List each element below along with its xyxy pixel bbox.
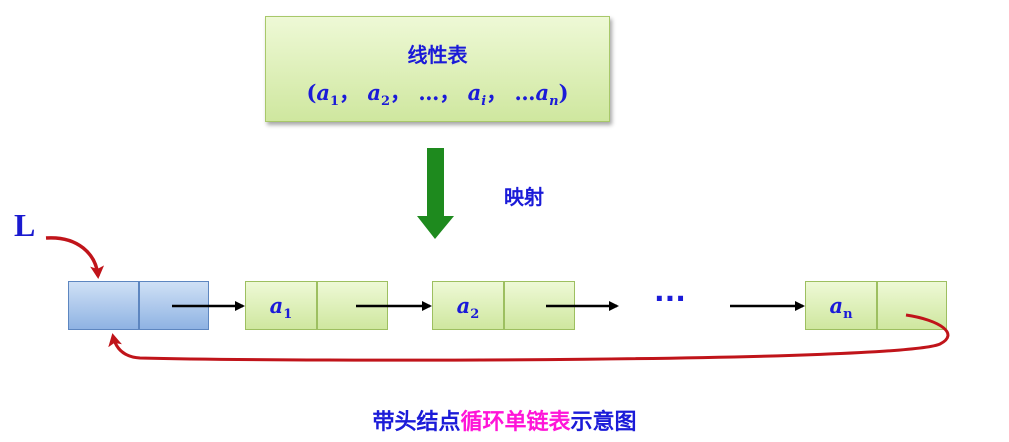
node-a1-data-field: a1: [245, 281, 317, 330]
head-node-data-field: [68, 281, 139, 330]
node-a2-data-field: a2: [432, 281, 504, 330]
linear-list-formula: (a1， a2， …， ai， …an): [306, 80, 569, 110]
head-pointer-arrow: [45, 236, 105, 279]
linear-list-title: 线性表: [407, 43, 468, 67]
node-a2-label: a2: [456, 293, 480, 323]
node-a1-label: a1: [269, 293, 293, 323]
mapping-arrow-icon: [417, 148, 454, 239]
linear-list-box: 线性表 (a1， a2， …， ai， …an): [265, 16, 610, 122]
ellipsis: ···: [654, 282, 686, 315]
head-pointer-label: L: [14, 207, 36, 243]
node-an-label: an: [829, 293, 853, 323]
circular-link-arrow: [108, 313, 950, 362]
mapping-label: 映射: [504, 185, 544, 209]
node-an-data-field: an: [805, 281, 877, 330]
diagram-caption: 带头结点循环单链表示意图: [372, 410, 637, 435]
